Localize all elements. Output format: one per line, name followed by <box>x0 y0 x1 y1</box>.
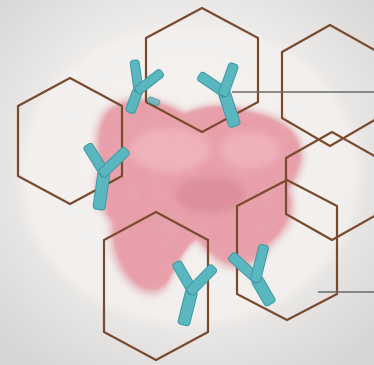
thyroid-highlight <box>130 128 210 172</box>
thyroid-shade <box>175 177 245 213</box>
thyroid-highlight <box>220 132 280 168</box>
